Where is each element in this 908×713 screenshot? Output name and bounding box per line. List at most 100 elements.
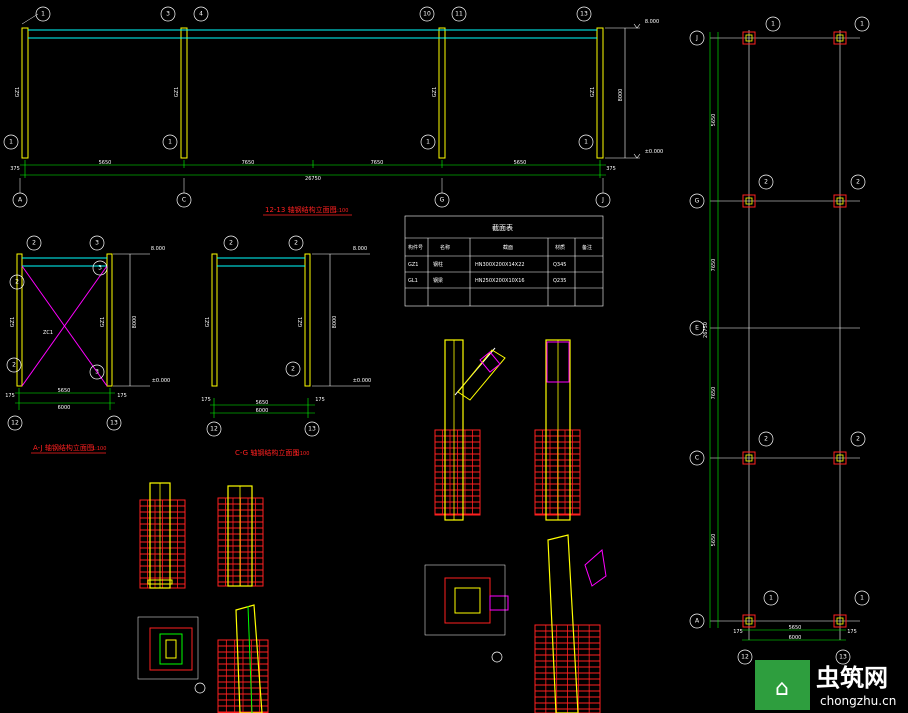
elevation-top-beam bbox=[28, 29, 597, 39]
rebar-cage-4 bbox=[434, 429, 481, 516]
svg-text:名称: 名称 bbox=[440, 244, 450, 251]
svg-text:2: 2 bbox=[291, 366, 295, 373]
svg-text:Q235: Q235 bbox=[553, 278, 566, 284]
brace-tag: ZC1 bbox=[43, 330, 53, 336]
bubble-4: 4 bbox=[193, 6, 209, 22]
svg-text:GZ1: GZ1 bbox=[205, 317, 211, 327]
plan-columns bbox=[742, 31, 847, 628]
elevation-top-base-bubbles: 1 1 1 1 bbox=[3, 134, 594, 150]
svg-text:G: G bbox=[440, 197, 445, 204]
watermark-text: 虫筑网 bbox=[816, 664, 888, 692]
svg-text:12: 12 bbox=[210, 426, 218, 433]
elevation-top-dims bbox=[20, 160, 606, 178]
plan-view: 1 1 2 2 2 2 1 1 J G E C A 5650 7650 7650… bbox=[689, 16, 870, 665]
svg-text:G: G bbox=[695, 198, 700, 205]
section-table bbox=[404, 215, 604, 307]
svg-text:1: 1 bbox=[41, 11, 45, 18]
svg-text:1: 1 bbox=[860, 595, 864, 602]
column-c bbox=[180, 27, 188, 159]
bubble-11: 11 bbox=[451, 6, 467, 22]
svg-text:2: 2 bbox=[32, 240, 36, 247]
level-ground: ±0.000 bbox=[645, 149, 664, 155]
watermark: ⌂ 虫筑网 chongzhu.cn bbox=[755, 660, 896, 710]
edge-right: 375 bbox=[606, 166, 616, 172]
svg-text:175: 175 bbox=[847, 629, 857, 635]
svg-text:175: 175 bbox=[5, 393, 15, 399]
table-headers: 构件号 名称 截面 材质 备注 bbox=[408, 244, 592, 251]
svg-text:8000: 8000 bbox=[332, 316, 338, 329]
svg-text:构件号: 构件号 bbox=[408, 244, 423, 251]
rebar-cage-3d-2 bbox=[534, 624, 601, 713]
table-title: 截面表 bbox=[492, 223, 513, 232]
svg-text:5650: 5650 bbox=[711, 534, 717, 547]
svg-text:1: 1 bbox=[771, 21, 775, 28]
detail-bubble bbox=[491, 651, 503, 663]
svg-text:13: 13 bbox=[110, 420, 118, 427]
svg-text:A: A bbox=[695, 618, 700, 625]
column-j bbox=[596, 27, 604, 159]
svg-text:1: 1 bbox=[168, 139, 172, 146]
plan-col-bubbles: 1 1 2 2 2 2 1 1 bbox=[758, 16, 870, 606]
elevation-top-columns bbox=[21, 27, 604, 159]
bubble-10: 10 bbox=[419, 6, 435, 22]
svg-text:13: 13 bbox=[839, 654, 847, 661]
svg-text:175: 175 bbox=[117, 393, 127, 399]
svg-text:GZ1: GZ1 bbox=[298, 317, 304, 327]
table-row: GZ1 钢柱 HN300X200X14X22 Q345 bbox=[408, 261, 566, 268]
span-2: 7650 bbox=[242, 160, 255, 166]
svg-text:HN300X200X14X22: HN300X200X14X22 bbox=[475, 262, 525, 268]
bubble-3: 3 bbox=[160, 6, 176, 22]
svg-text:5650: 5650 bbox=[256, 400, 269, 406]
svg-text:A: A bbox=[18, 197, 23, 204]
span-3: 7650 bbox=[371, 160, 384, 166]
span-4: 5650 bbox=[514, 160, 527, 166]
svg-text:5650: 5650 bbox=[711, 114, 717, 127]
svg-text:8.000: 8.000 bbox=[353, 246, 367, 252]
height-dim: 8000 bbox=[618, 89, 624, 102]
svg-text:12: 12 bbox=[11, 420, 19, 427]
svg-text:1:100: 1:100 bbox=[334, 208, 348, 214]
span-total: 26750 bbox=[305, 176, 321, 182]
svg-text:3: 3 bbox=[166, 11, 170, 18]
column-base-details bbox=[137, 339, 607, 713]
svg-text:1:100: 1:100 bbox=[295, 451, 309, 457]
svg-text:GZ1: GZ1 bbox=[10, 317, 16, 327]
svg-text:2: 2 bbox=[294, 240, 298, 247]
svg-text:1: 1 bbox=[9, 139, 13, 146]
elevation-top-bubbles: 1 3 4 10 11 13 bbox=[21, 6, 592, 25]
elevation-aa: ZC1 GZ1 GZ1 2 3 2 3 2 3 8.000 ±0.000 800… bbox=[5, 235, 171, 454]
svg-text:6000: 6000 bbox=[256, 408, 269, 414]
level-top: 8.000 bbox=[645, 19, 659, 25]
svg-text:GZ1: GZ1 bbox=[174, 87, 180, 97]
elevation-top-column-tags: GZ1 GZ1 GZ1 GZ1 bbox=[15, 87, 596, 97]
svg-text:10: 10 bbox=[423, 11, 431, 18]
svg-text:7650: 7650 bbox=[711, 259, 717, 272]
svg-text:13: 13 bbox=[308, 426, 316, 433]
svg-text:GZ1: GZ1 bbox=[590, 87, 596, 97]
svg-text:3: 3 bbox=[95, 369, 99, 376]
svg-text:C: C bbox=[695, 455, 699, 462]
svg-text:材质: 材质 bbox=[555, 244, 565, 251]
svg-text:J: J bbox=[601, 197, 604, 204]
svg-text:±0.000: ±0.000 bbox=[152, 378, 171, 384]
elevation-cg: GZ1 GZ1 2 2 2 8.000 ±0.000 8000 5650 600… bbox=[201, 235, 372, 457]
svg-text:26750: 26750 bbox=[703, 322, 709, 338]
svg-text:2: 2 bbox=[15, 279, 19, 286]
rebar-cage-3d-1 bbox=[217, 639, 269, 713]
svg-text:11: 11 bbox=[455, 11, 463, 18]
svg-text:175: 175 bbox=[315, 397, 325, 403]
svg-text:12-13 轴钢结构立面图: 12-13 轴钢结构立面图 bbox=[265, 205, 337, 214]
elevation-top-levels bbox=[605, 23, 641, 159]
svg-text:C: C bbox=[182, 197, 186, 204]
svg-text:钢柱: 钢柱 bbox=[433, 261, 443, 268]
svg-text:3: 3 bbox=[98, 265, 102, 272]
svg-text:截面: 截面 bbox=[503, 244, 513, 251]
svg-text:±0.000: ±0.000 bbox=[353, 378, 372, 384]
svg-text:GL1: GL1 bbox=[408, 278, 418, 284]
detail-bubble bbox=[194, 682, 206, 694]
svg-text:钢梁: 钢梁 bbox=[433, 277, 443, 284]
svg-text:4: 4 bbox=[199, 11, 203, 18]
svg-text:1: 1 bbox=[426, 139, 430, 146]
svg-text:6000: 6000 bbox=[58, 405, 71, 411]
